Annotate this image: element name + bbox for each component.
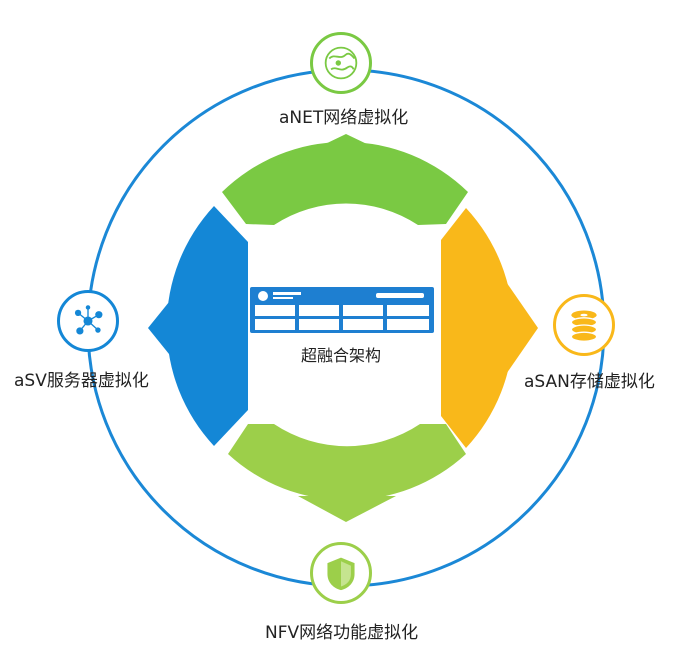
server-label: aSV服务器虚拟化 — [14, 371, 149, 391]
server-node[interactable] — [57, 290, 119, 352]
molecule-icon — [74, 305, 103, 335]
server-arc-segment — [166, 206, 248, 446]
storage-arrow — [502, 276, 538, 380]
security-arrow — [298, 496, 396, 522]
center-label: 超融合架构 — [301, 346, 382, 365]
network-label: aNET网络虚拟化 — [279, 108, 409, 128]
storage-label: aSAN存储虚拟化 — [524, 372, 655, 392]
disk-stack-icon — [570, 310, 598, 342]
server-arrow — [148, 276, 190, 380]
network-node[interactable] — [310, 32, 372, 94]
shield-icon — [327, 557, 355, 591]
network-arrow — [274, 134, 418, 165]
storage-arc-segment — [441, 208, 514, 448]
storage-node[interactable] — [553, 294, 615, 356]
security-label: NFV网络功能虚拟化 — [265, 623, 419, 643]
server-rack-icon — [250, 287, 434, 333]
security-arc-segment — [228, 424, 466, 501]
security-node[interactable] — [310, 542, 372, 604]
network-globe-icon — [324, 46, 358, 80]
